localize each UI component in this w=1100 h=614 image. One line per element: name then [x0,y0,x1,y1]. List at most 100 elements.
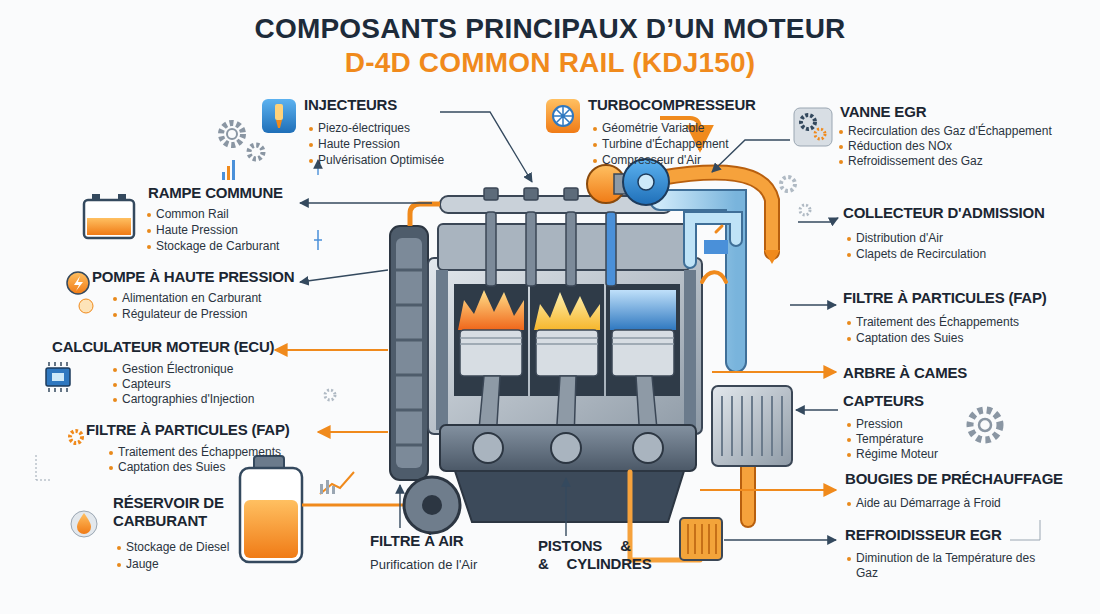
feature-bullet: Traitement des Échappements [108,445,281,460]
crankshaft-part [404,477,460,533]
injector-part [564,188,578,200]
egr-cooler-part [722,396,782,456]
intake-pipe-part [660,200,736,362]
chart-decoration-part [320,472,354,494]
egr-cooler-part [712,386,792,466]
leader-line-part [700,489,836,491]
egr-valve-icon-part [801,115,815,129]
feature-bullet: Alimentation en Carburant [112,291,261,306]
rail-icon-part [92,194,100,200]
part-heading: RAMPE COMMUNE [148,184,283,202]
injector-part [524,188,538,200]
injector-icon [262,99,296,133]
cylinder-part [460,330,522,376]
feature-bullet: Aide au Démarrage à Froid [846,496,1001,511]
injector-part [526,212,536,286]
cylinder-part [612,330,674,376]
crankshaft-part [440,425,696,471]
part-heading: VANNE EGR [840,103,926,121]
feature-bullet: Cartographies d'Injection [112,392,254,407]
injector-part [484,188,498,200]
feature-bullet: Géométrie Variable [592,121,705,136]
exhaust-pipe-part [660,173,772,252]
intake-pipe-part [716,226,722,232]
part-heading: FILTRE À PARTICULES (FAP) [86,421,290,439]
injector-icon-part [276,120,282,128]
intake-pipe-part [690,218,736,262]
intake-pipe [660,200,736,362]
injector-part [606,212,616,286]
injector-icon-part [275,104,283,120]
gear-decoration-part [227,129,237,139]
feature-bullet: Capteurs [112,377,171,392]
turbocharger-part [638,174,654,190]
feature-bullet: Refroidissement des Gaz [838,154,983,169]
leader-line-part [712,371,836,373]
crankshaft [404,425,696,533]
feature-bullet: Régime Moteur [846,447,938,462]
leader-line-part [318,431,388,433]
fuel-tank-part [240,468,302,562]
cylinder [606,284,680,440]
injector [484,188,618,286]
fuel-drop-icon-part [77,513,91,534]
rail-icon-part [84,200,134,238]
engine-block-part [436,270,448,430]
feature-bullet: Turbine d'Échappement [592,137,729,152]
ecu-icon-part [49,362,67,392]
part-heading: INJECTEURS [304,96,397,114]
air-filter-part [688,524,716,554]
ecu-icon [46,362,70,392]
leader-line-part [565,478,566,536]
feature-bullet: Common Rail [146,207,229,222]
cylinder-part [536,330,598,376]
part-heading: CAPTEURS [843,392,924,410]
feature-bullet: Captation des Suies [846,331,963,346]
cylinder-part [458,290,524,330]
fap-icon-part [70,431,82,443]
fuel-drop-icon-part [71,511,97,537]
feature-bullet: Stockage de Diesel [116,540,229,555]
turbo-icon-part [553,106,573,126]
main-title: COMPOSANTS PRINCIPAUX D’UN MOTEUR [0,13,1100,45]
engine-fan-part [390,226,428,480]
engine-block-part [684,270,696,430]
exhaust-pipe-part [740,466,756,520]
feature-bullet: Température [846,432,923,447]
leader-line-part [300,270,388,282]
engine-block-part [438,224,690,270]
part-heading: BOUGIES DE PRÉCHAUFFAGE [845,470,1063,488]
feature-bullet: Haute Pression [308,137,400,152]
feature-bullet: Jauge [116,557,159,572]
leader-line-part [300,202,432,203]
part-heading: FILTRE À PARTICULES (FAP) [843,289,1047,307]
feature-bullet: Pression [846,417,903,432]
leader-line-part [796,409,838,410]
cylinder-part [460,338,522,344]
part-heading: COLLECTEUR D'ADMISSION [843,204,1045,222]
engine-fan-part [396,270,422,445]
turbo-icon-part [553,106,573,126]
gear-decoration-part [781,177,795,191]
cylinder-part [534,292,600,330]
feature-bullet: Compresseur d'Air [592,153,701,168]
part-heading: POMPE À HAUTE PRESSION [92,268,294,286]
feature-bullet: Stockage de Carburant [146,239,279,254]
cylinder-part [610,290,676,330]
egr-valve-icon [794,108,832,146]
egr-cooler [712,386,792,466]
gear-decoration-part [221,123,243,145]
egr-valve-icon-part [815,129,825,139]
crankshaft-part [633,433,663,463]
chart-decoration-part [320,484,323,494]
subtitle: D-4D COMMON RAIL (KDJ150) [0,47,1100,79]
chart-decoration-part [222,172,225,180]
chart-decoration-part [36,455,52,480]
rail-icon-part [87,218,131,235]
air-filter [680,518,722,560]
ecu-icon-part [46,368,70,386]
exhaust-pipe [630,173,780,560]
crankshaft-part [473,433,503,463]
part-heading: TURBOCOMPRESSEUR [588,96,756,114]
